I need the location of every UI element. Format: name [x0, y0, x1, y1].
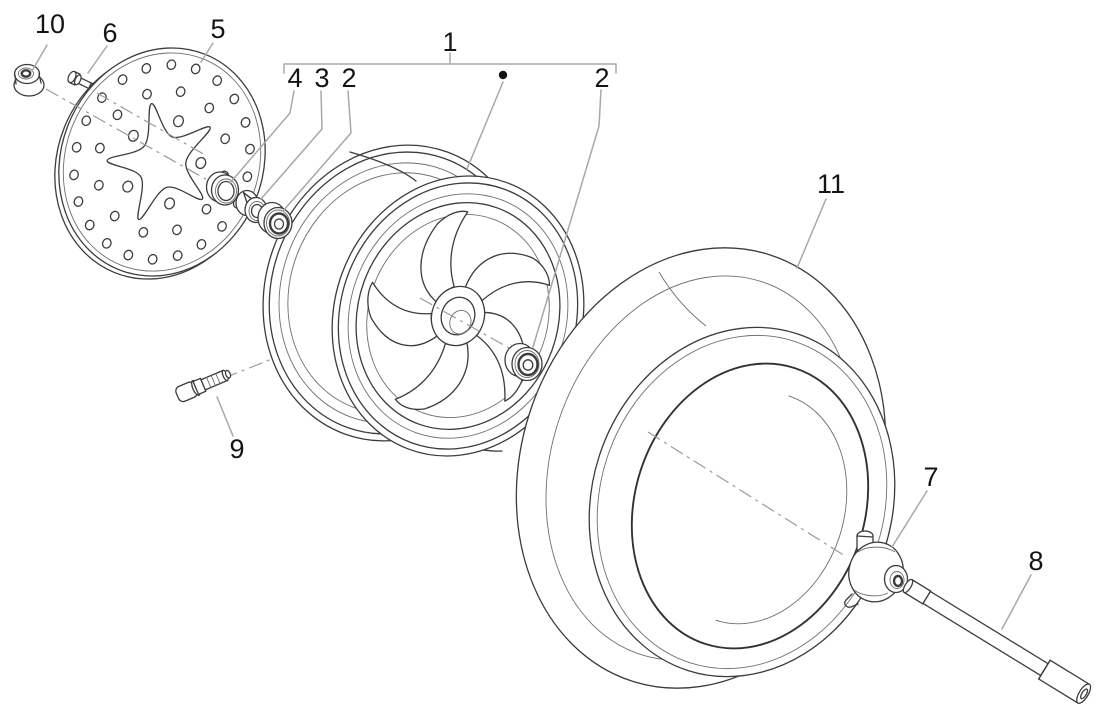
- callout-axle-label: 8: [1028, 546, 1043, 576]
- callout-valve-label: 9: [229, 434, 244, 464]
- spacer-bushing: [235, 189, 268, 224]
- callout-labels: 1 2 2 3 4 5 6 7 8 9 10 11: [35, 9, 1044, 576]
- callout-leaders: [31, 42, 1032, 630]
- callout-bearing-right-label: 2: [594, 63, 609, 93]
- seal-ring: [205, 171, 240, 206]
- callout-nut-label: 10: [35, 9, 65, 39]
- assembly-dot-marker: [498, 70, 508, 80]
- valve-stem: [175, 369, 232, 403]
- valve-axis-line: [223, 343, 311, 379]
- tire: [515, 247, 896, 689]
- callout-tire-label: 11: [817, 169, 845, 199]
- callout-seal-label: 4: [287, 63, 302, 93]
- disc-bolt: [67, 70, 97, 92]
- bearing-right: [504, 342, 543, 382]
- axle: [902, 578, 1092, 704]
- callout-speedo-drive-label: 7: [923, 462, 938, 492]
- disc-drill-holes-outer: [40, 32, 284, 292]
- callout-bushing-label: 3: [314, 63, 329, 93]
- brake-disc: [40, 17, 299, 311]
- wheel-rim: [222, 107, 623, 491]
- callout-assembly-label: 1: [442, 27, 457, 57]
- callout-bearing-left-label: 2: [341, 63, 356, 93]
- bearing-left: [257, 201, 293, 240]
- speedometer-drive: [844, 530, 909, 608]
- callout-bolt-label: 6: [102, 18, 117, 48]
- flange-nut: [13, 63, 45, 97]
- disc-bolt-holes: [108, 101, 218, 216]
- disc-center-cutout: [91, 96, 228, 239]
- assembly-bracket: [283, 52, 617, 74]
- callout-brake-disc-label: 5: [210, 14, 225, 44]
